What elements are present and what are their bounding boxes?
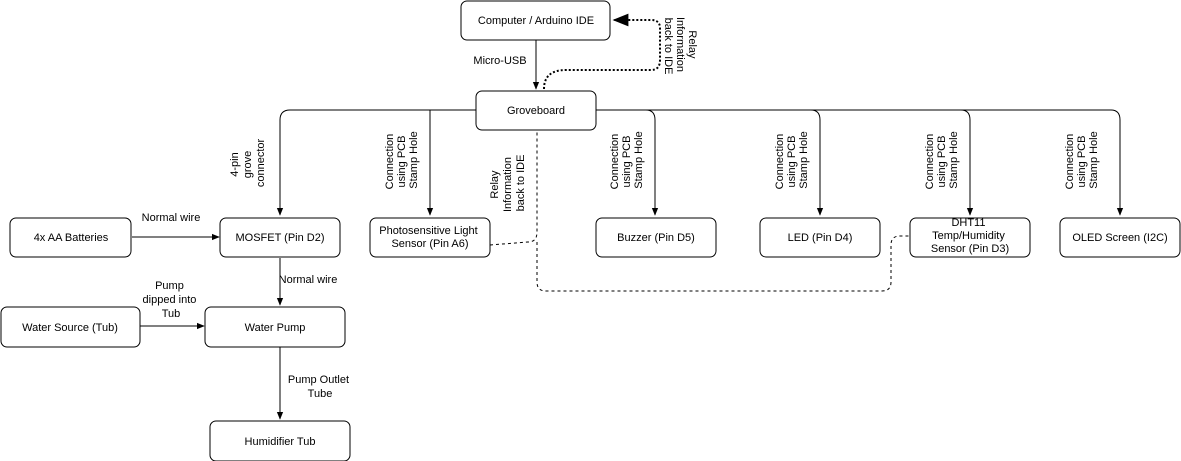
label-line: Tube [308,388,333,400]
label-line: Connection [1064,134,1076,190]
node-label: 4x AA Batteries [34,232,109,244]
node-water-pump: Water Pump [204,306,346,348]
node-label: Photosensitive Light Sensor (Pin A6) [379,225,481,250]
label-pcb-dht: Connection using PCB Stamp Hole [924,131,960,190]
label-line: Information [674,17,686,72]
label-pcb-led: Connection using PCB Stamp Hole [774,131,810,190]
node-label: Buzzer (Pin D5) [617,232,695,244]
label-pump-outlet: Pump Outlet Tube [288,374,352,400]
label-grove-connector: 4-pin grove connector [229,139,267,188]
node-label-line: Sensor (Pin A6) [391,238,468,250]
node-label: MOSFET (Pin D2) [235,232,324,244]
node-label-line: DHT11 [951,217,985,229]
label-normal-wire-pump: Normal wire [279,274,338,286]
label-line: Connection [924,134,936,190]
node-batteries: 4x AA Batteries [9,217,132,258]
node-label: Water Source (Tub) [22,322,118,334]
label-pump-dipped: Pump dipped into Tub [143,280,200,320]
label-line: Connection [384,134,396,190]
edge-relay-mid [489,130,910,292]
label-line: Stamp Hole [633,131,645,188]
node-dht11: DHT11 Temp/Humidity Sensor (Pin D3) [909,217,1031,258]
label-line: connector [255,139,267,188]
node-photo-sensor: Photosensitive Light Sensor (Pin A6) [369,217,491,258]
label-relay-top: Relay Information back to IDE [662,17,698,75]
node-humidifier-tub: Humidifier Tub [209,420,351,461]
edge-to-mosfet [276,109,476,216]
label-line: Stamp Hole [408,131,420,188]
node-label-line: Sensor (Pin D3) [931,243,1009,255]
label-pcb-photo: Connection using PCB Stamp Hole [384,131,420,190]
label-line: using PCB [396,136,408,188]
label-line: Tub [162,308,181,320]
label-relay-mid: Relay Information back to IDE [489,154,527,212]
edge-labels: Micro-USB Relay Information back to IDE … [142,17,1100,400]
label-line: dipped into [143,294,197,306]
edge-to-oled [961,109,1124,216]
label-line: Pump [155,280,184,292]
edge-relay-top [543,13,661,90]
node-label-line: Temp/Humidity [932,230,1005,242]
node-label: Groveboard [507,105,565,117]
label-line: Stamp Hole [798,131,810,188]
node-buzzer: Buzzer (Pin D5) [595,217,717,258]
label-line: Information [502,157,514,212]
label-line: 4-pin [229,152,241,176]
edges [132,13,1124,420]
label-line: Stamp Hole [1088,131,1100,188]
label-normal-wire-batt: Normal wire [142,212,201,224]
label-line: Connection [774,134,786,190]
node-label: LED (Pin D4) [788,232,853,244]
label-line: using PCB [786,136,798,188]
node-mosfet: MOSFET (Pin D2) [219,217,341,258]
label-line: Relay [686,30,698,59]
label-line: Connection [609,134,621,190]
node-label: DHT11 Temp/Humidity Sensor (Pin D3) [931,217,1009,255]
node-label: OLED Screen (I2C) [1072,232,1167,244]
label-pcb-oled: Connection using PCB Stamp Hole [1064,131,1100,190]
node-label: Water Pump [245,322,306,334]
node-led: LED (Pin D4) [759,217,881,258]
label-line: Pump Outlet [288,374,349,386]
node-groveboard: Groveboard [475,90,597,131]
label-line: back to IDE [515,155,527,212]
node-oled: OLED Screen (I2C) [1059,217,1181,258]
node-computer: Computer / Arduino IDE [460,0,611,41]
label-line: using PCB [936,136,948,188]
label-line: back to IDE [662,18,674,75]
label-micro-usb: Micro-USB [473,55,526,67]
label-line: using PCB [621,136,633,188]
node-label: Computer / Arduino IDE [478,15,594,27]
label-pcb-buzzer: Connection using PCB Stamp Hole [609,131,645,190]
node-label-line: Photosensitive Light [379,225,477,237]
node-label: Humidifier Tub [245,436,316,448]
label-line: Stamp Hole [948,131,960,188]
label-line: Relay [489,170,501,199]
label-line: grove [242,151,254,179]
label-line: using PCB [1076,136,1088,188]
node-water-source: Water Source (Tub) [0,306,141,348]
